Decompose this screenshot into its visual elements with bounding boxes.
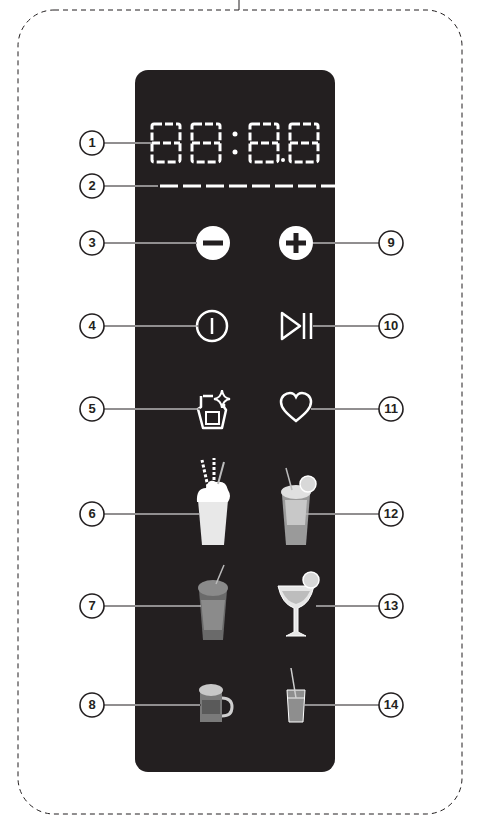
callout-number: 14 [379,693,403,717]
cocktail-icon [278,572,319,636]
juice-glass-icon [287,668,305,722]
leader-lines [104,143,379,705]
control-panel [135,70,335,772]
callout-number: 9 [379,231,403,255]
callout-number: 5 [80,397,104,421]
pause-bar [310,313,313,339]
callout-number: 3 [80,231,104,255]
callout-number: 11 [379,397,403,421]
clean-cup-inner [206,412,219,424]
minus-button [196,226,230,260]
clean-button [198,396,226,428]
favorite-button [281,393,311,421]
progress-bar [160,185,339,188]
play-pause-button [282,313,300,339]
power-button [197,311,227,341]
callout-number: 7 [80,594,104,618]
border-tick [239,0,240,10]
mug-drink-icon [199,684,232,722]
iced-drink-icon [281,468,316,545]
callout-number: 10 [379,314,403,338]
callout-number: 6 [80,502,104,526]
dashed-border [18,10,462,814]
plus-button [279,226,313,260]
callout-number: 4 [80,314,104,338]
callout-number: 13 [379,594,403,618]
callout-number: 2 [80,174,104,198]
display-dots [233,132,286,163]
plus-sign [294,233,299,253]
callout-circles [80,131,403,717]
sparkle [214,390,230,408]
power-line [211,318,214,334]
pause-bar [303,313,306,339]
minus-sign [203,241,223,246]
frappe-icon [198,565,228,640]
milkshake-icon [197,458,230,545]
callout-number: 1 [80,131,104,155]
leader-lines-on-panel [135,143,335,705]
callout-number: 12 [379,502,403,526]
segment-display [152,124,318,162]
callout-number: 8 [80,693,104,717]
